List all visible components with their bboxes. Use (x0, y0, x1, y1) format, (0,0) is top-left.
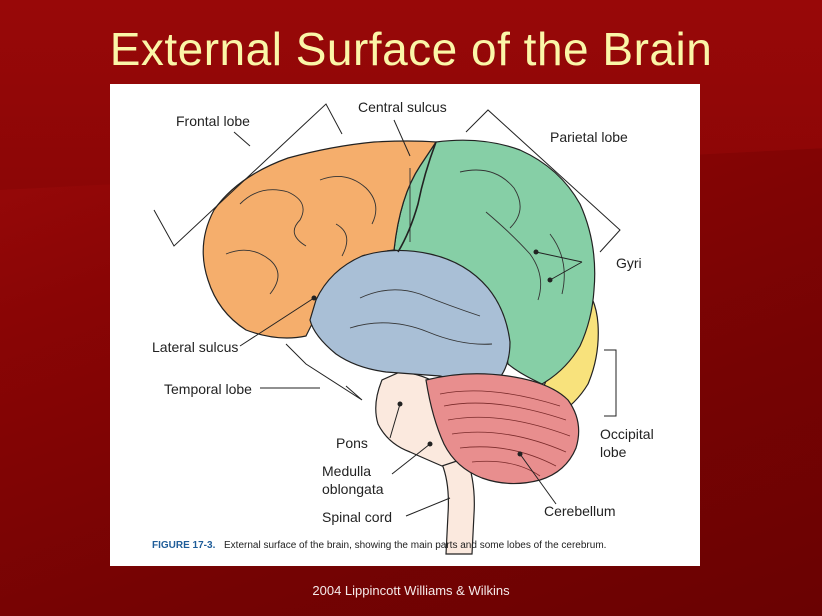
label-gyri: Gyri (616, 255, 642, 271)
label-cerebellum: Cerebellum (544, 503, 616, 519)
figure-number: FIGURE 17-3. (152, 540, 216, 551)
cerebellum-shape (425, 373, 580, 485)
label-central-sulcus: Central sulcus (358, 99, 447, 115)
brain-figure: Frontal lobe Central sulcus Parietal lob… (110, 84, 700, 566)
label-pons: Pons (336, 435, 368, 451)
leader-dots (311, 249, 553, 457)
bracket-lines (153, 103, 621, 417)
cerebellum-folia (439, 390, 571, 477)
label-frontal-lobe: Frontal lobe (176, 113, 250, 129)
label-temporal-lobe: Temporal lobe (164, 381, 252, 397)
leader-lines (233, 119, 583, 517)
label-lateral-sulcus: Lateral sulcus (152, 339, 238, 355)
figure-caption: External surface of the brain, showing t… (224, 540, 606, 551)
temporal-lobe-shape (309, 249, 511, 383)
central-sulcus-line (397, 141, 437, 253)
brain-diagram: Frontal lobe Central sulcus Parietal lob… (152, 99, 654, 555)
credit-text: 2004 Lippincott Williams & Wilkins (312, 583, 510, 598)
label-spinal-cord: Spinal cord (322, 509, 392, 525)
label-parietal-lobe: Parietal lobe (550, 129, 628, 145)
label-medulla-line1: Medulla (322, 463, 371, 479)
label-occipital-lobe-line1: Occipital (600, 426, 654, 442)
slide-title: External Surface of the Brain (109, 23, 713, 75)
label-medulla-line2: oblongata (322, 481, 384, 497)
label-occipital-lobe-line2: lobe (600, 444, 627, 460)
